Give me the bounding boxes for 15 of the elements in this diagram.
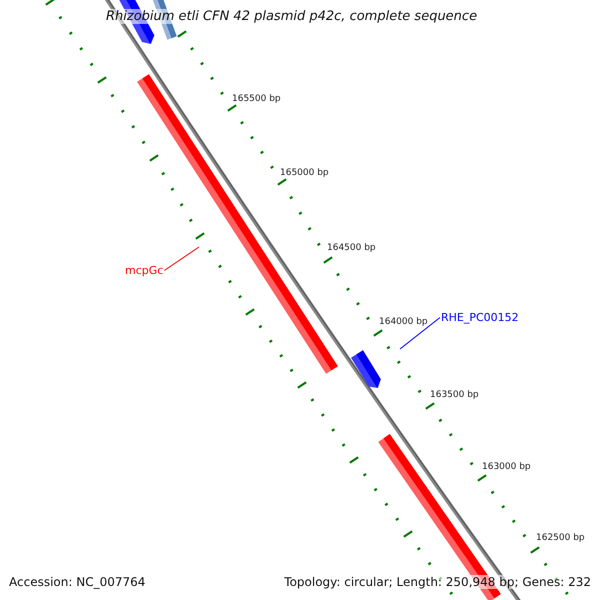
gene-arrow	[351, 350, 381, 388]
tick-label: 164500 bp	[327, 243, 376, 253]
footer-text: Topology: circular; Length: 250,948 bp; Genes: 232	[284, 575, 591, 589]
gene-label: mcpGc	[125, 264, 164, 277]
tick-label: 164000 bp	[379, 317, 428, 327]
leader-line	[400, 317, 440, 350]
tick-label: 165000 bp	[280, 168, 329, 178]
tick-label: 162500 bp	[536, 533, 585, 543]
footer-text: Accession: NC_007764	[9, 575, 146, 589]
leader-line	[164, 246, 200, 271]
gene-label: RHE_PC00152	[441, 311, 519, 324]
tick-label: 163500 bp	[430, 390, 479, 400]
tick-label: 165500 bp	[232, 94, 281, 104]
tick-label: 163000 bp	[482, 462, 531, 472]
title: Rhizobium etli CFN 42 plasmid p42c, complete sequence	[104, 9, 480, 24]
